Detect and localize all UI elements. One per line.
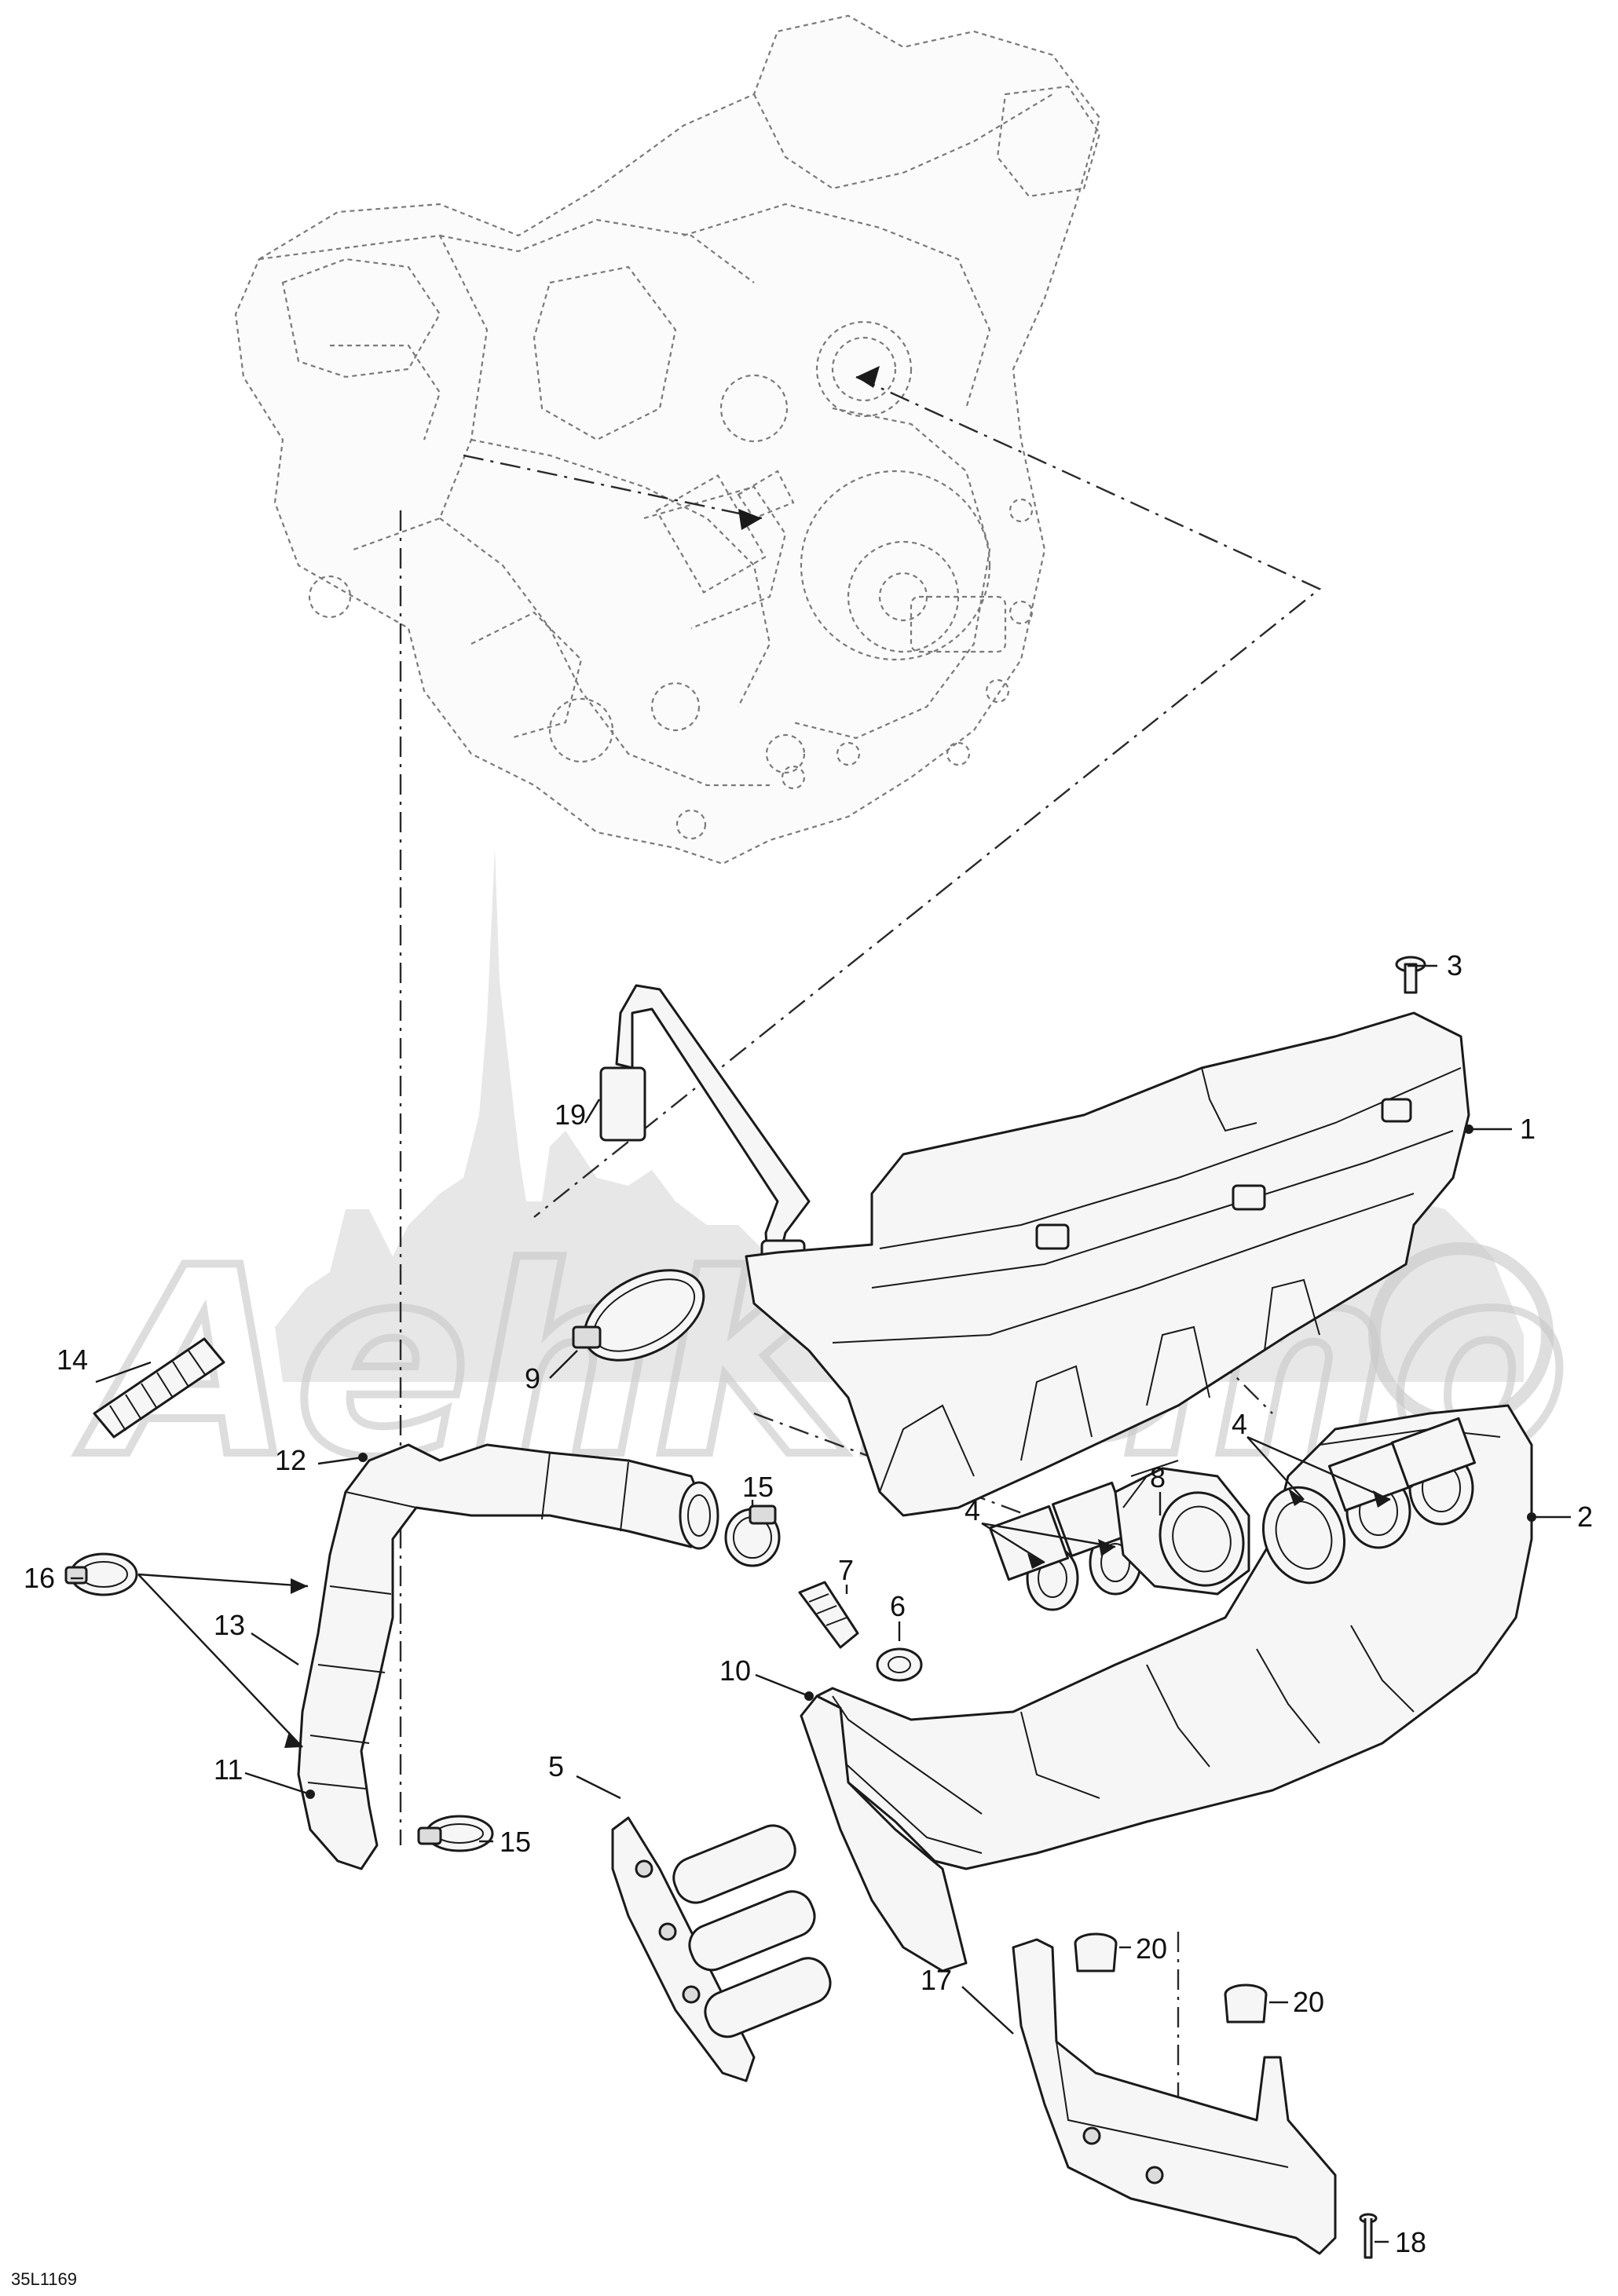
part-6-grommet (876, 1647, 923, 1682)
part-3-screw (1395, 956, 1426, 994)
part-20-foot-a (1074, 1932, 1118, 1972)
part-5-filter (611, 1816, 832, 2082)
callout-19: 19 (555, 1099, 586, 1131)
part-15-clamp-upper (724, 1504, 781, 1567)
callout-3: 3 (1447, 949, 1462, 982)
callout-16: 16 (24, 1562, 55, 1594)
callout-17: 17 (921, 1964, 952, 1996)
diagram-code: 35L1169 (11, 2269, 77, 2289)
part-15-clamp-lower (417, 1815, 494, 1852)
leader-lines (71, 964, 1571, 2243)
callout-11: 11 (214, 1753, 243, 1786)
part-16-clamp (64, 1552, 138, 1596)
part-8-boot (1114, 1460, 1250, 1596)
callout-20: 20 (1293, 1986, 1324, 2018)
callout-4: 4 (965, 1494, 980, 1526)
callout-12: 12 (275, 1444, 306, 1476)
callout-15: 15 (742, 1471, 774, 1503)
callout-10: 10 (719, 1654, 751, 1687)
part-9-clamp (572, 1269, 705, 1362)
part-1-airbox-cover (745, 1011, 1470, 1517)
callout-14: 14 (57, 1344, 88, 1376)
part-14-spring (93, 1337, 225, 1439)
callout-7: 7 (838, 1554, 854, 1586)
part-10-housing (800, 1695, 968, 1972)
callouts: 3 1 2 4 4 8 6 7 15 19 9 10 11 12 13 14 1… (11, 949, 1593, 2289)
part-7-fitting (798, 1581, 859, 1649)
callout-1: 1 (1520, 1113, 1536, 1145)
callout-13: 13 (214, 1609, 245, 1641)
callout-2: 2 (1577, 1501, 1593, 1533)
callout-20: 20 (1136, 1932, 1167, 1965)
callout-8: 8 (1150, 1461, 1166, 1493)
part-20-foot-b (1224, 1983, 1268, 2024)
part-18-pin (1359, 2213, 1378, 2259)
part-12-13-11-duct (297, 1443, 719, 1870)
engine-ghost (234, 14, 1101, 865)
callout-4: 4 (1232, 1408, 1247, 1440)
callout-5: 5 (548, 1750, 564, 1782)
callout-9: 9 (525, 1362, 540, 1395)
callout-18: 18 (1395, 2226, 1426, 2258)
callout-15: 15 (500, 1826, 531, 1858)
part-17-bracket (1012, 1938, 1337, 2255)
callout-6: 6 (890, 1590, 906, 1622)
